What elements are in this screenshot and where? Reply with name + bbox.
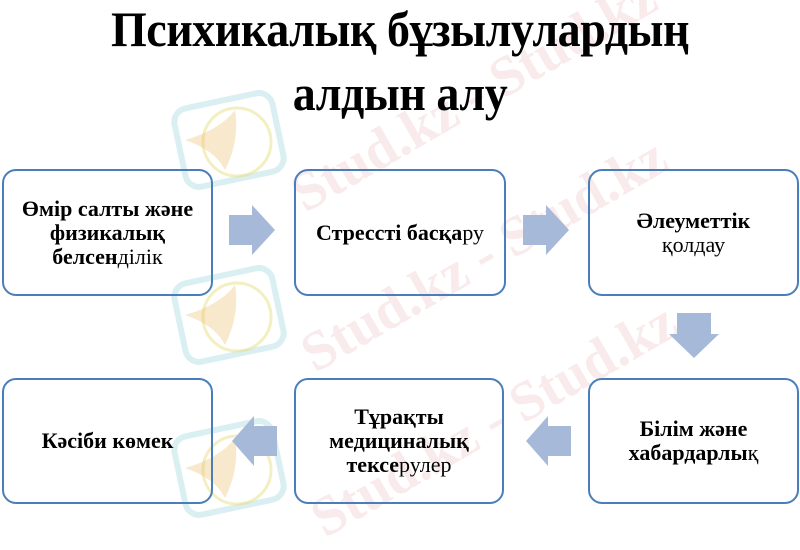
step-box-social-support: Әлеуметтік қолдау	[588, 169, 799, 296]
step-label-line: белсен	[52, 243, 118, 269]
step-label: Білім және хабардарлық	[621, 417, 767, 465]
step-box-professional-help: Кәсіби көмек	[2, 378, 213, 504]
step-label-line: рулер	[399, 452, 452, 477]
step-label: Стрессті баcқару	[308, 219, 492, 245]
step-label-line: Білім және	[639, 416, 748, 441]
step-label-line: физикалық	[49, 219, 166, 245]
step-box-medical-checkups: Тұрақты медициналық тексерулер	[294, 378, 504, 504]
step-label-line: Өмір салты және	[21, 195, 194, 221]
arrow-left-icon	[526, 416, 571, 466]
step-label-line: Тұрақты	[354, 404, 444, 429]
step-box-stress-management: Стрессті баcқару	[294, 169, 506, 296]
step-label-line: тексе	[346, 452, 400, 477]
step-label-line: Стрессті баcқа	[315, 219, 463, 245]
step-label: Өмір салты және физикалық белсенділік	[14, 195, 201, 269]
step-label-line: Кәсіби көмек	[41, 428, 174, 453]
title-line-2: алдын алу	[292, 65, 508, 121]
title-line-1: Психикалық бұзылулардың	[110, 1, 690, 57]
arrow-right-icon	[523, 205, 569, 255]
step-label: Кәсіби көмек	[34, 429, 182, 453]
step-label-line: ділік	[117, 243, 163, 269]
arrow-left-icon	[232, 416, 277, 466]
step-label-line: хабардарлы	[628, 440, 748, 465]
step-label: Әлеуметтік қолдау	[629, 207, 759, 257]
step-label-line: қ	[747, 440, 759, 465]
step-label-line: ру	[462, 219, 485, 245]
step-label-line: Әлеуметтік	[636, 207, 751, 233]
step-label-line: қолдау	[661, 231, 726, 257]
step-box-lifestyle: Өмір салты және физикалық белсенділік	[2, 169, 213, 296]
step-label-line: медициналық	[329, 428, 469, 453]
step-label: Тұрақты медициналық тексерулер	[321, 405, 477, 477]
arrow-right-icon	[229, 205, 275, 255]
page-title: Психикалық бұзылулардың алдын алу	[32, 0, 768, 121]
step-box-knowledge-awareness: Білім және хабардарлық	[588, 378, 799, 504]
arrow-down-icon	[669, 313, 719, 358]
